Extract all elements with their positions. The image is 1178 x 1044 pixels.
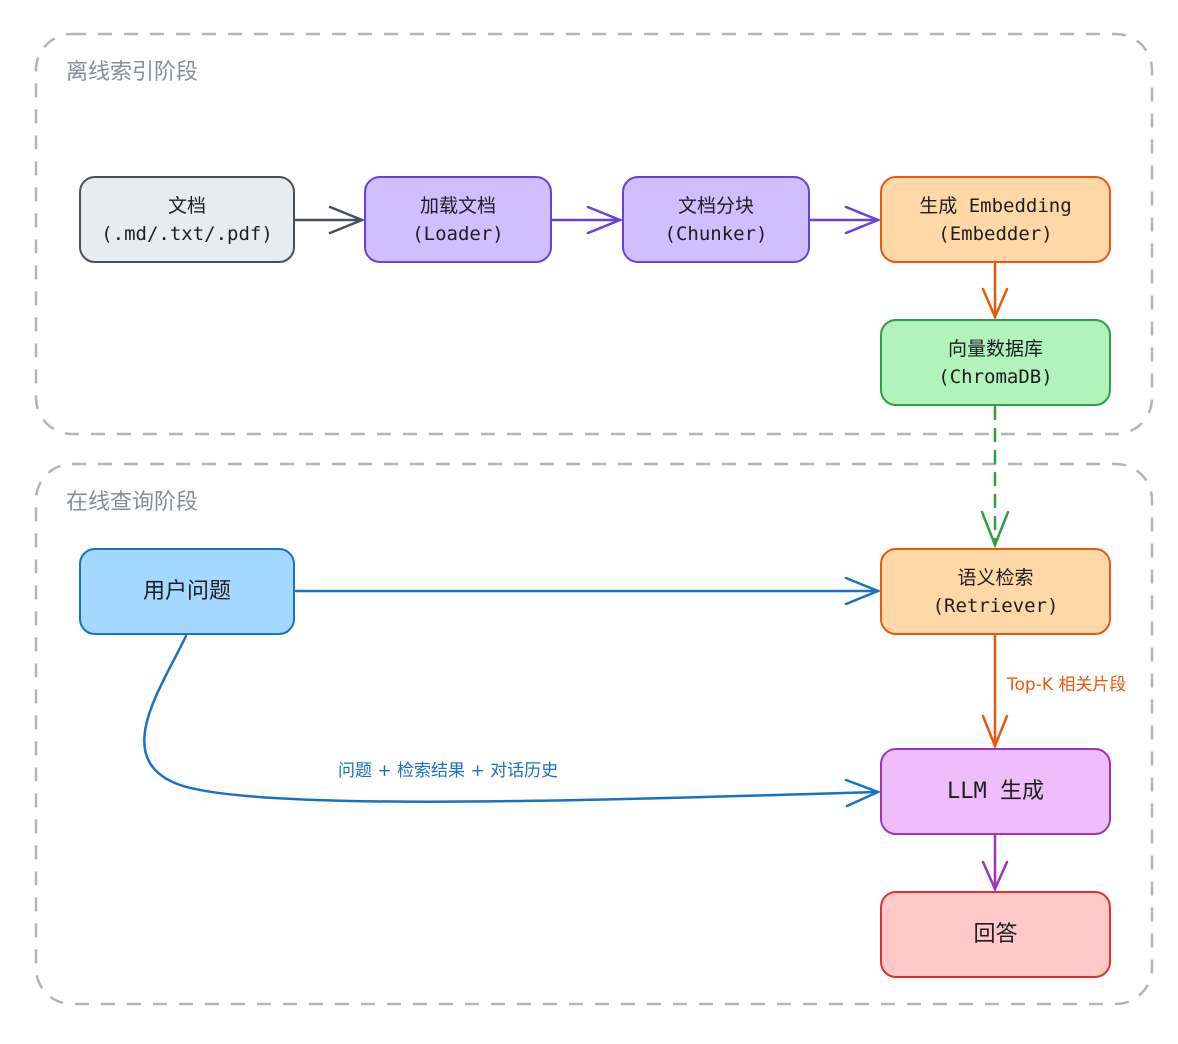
node-user-question-title: 用户问题 bbox=[142, 578, 231, 604]
node-chunker[interactable]: 文档分块 (Chunker) bbox=[622, 176, 810, 263]
node-document[interactable]: 文档 (.md/.txt/.pdf) bbox=[79, 176, 295, 263]
node-document-title: 文档 bbox=[167, 194, 206, 217]
arrowhead-llm-to-answer bbox=[981, 860, 1009, 893]
edge-label-context: 问题 + 检索结果 + 对话历史 bbox=[338, 761, 559, 781]
arrowhead-vectordb-to-retriever bbox=[980, 510, 1010, 549]
node-retriever-subtitle: (Retriever) bbox=[932, 594, 1059, 617]
arrowhead-retriever-to-llm bbox=[981, 714, 1009, 750]
node-answer-title: 回答 bbox=[973, 921, 1018, 947]
arrowhead-loader-to-chunker bbox=[586, 205, 624, 235]
node-document-subtitle: (.md/.txt/.pdf) bbox=[101, 222, 273, 245]
node-user-question[interactable]: 用户问题 bbox=[79, 548, 295, 635]
node-vector-db-subtitle: (ChromaDB) bbox=[938, 365, 1053, 388]
node-embedder[interactable]: 生成 Embedding (Embedder) bbox=[880, 176, 1111, 263]
arrowhead-chunker-to-embedder bbox=[844, 205, 882, 235]
node-loader-subtitle: (Loader) bbox=[412, 222, 504, 245]
node-llm-title: LLM 生成 bbox=[947, 778, 1044, 804]
offline-group-title: 离线索引阶段 bbox=[66, 60, 199, 85]
node-chunker-title: 文档分块 bbox=[677, 194, 754, 217]
edge-question-to-llm bbox=[143, 634, 880, 803]
node-loader[interactable]: 加载文档 (Loader) bbox=[364, 176, 552, 263]
node-retriever-title: 语义检索 bbox=[957, 566, 1034, 589]
node-answer[interactable]: 回答 bbox=[880, 891, 1111, 978]
node-llm[interactable]: LLM 生成 bbox=[880, 748, 1111, 835]
online-group-title: 在线查询阶段 bbox=[66, 490, 199, 515]
arrowhead-embedder-to-vectordb bbox=[981, 287, 1009, 321]
edge-label-topk: Top-K 相关片段 bbox=[1007, 675, 1127, 695]
offline-group-border bbox=[34, 32, 1154, 436]
node-vector-db-title: 向量数据库 bbox=[947, 337, 1043, 360]
node-retriever[interactable]: 语义检索 (Retriever) bbox=[880, 548, 1111, 635]
node-loader-title: 加载文档 bbox=[419, 194, 496, 217]
online-group-border bbox=[34, 462, 1154, 1006]
arrowhead-question-to-retriever bbox=[844, 576, 882, 606]
node-embedder-subtitle: (Embedder) bbox=[938, 222, 1053, 245]
node-embedder-title: 生成 Embedding bbox=[919, 194, 1072, 217]
arrowhead-doc-to-loader bbox=[328, 205, 366, 235]
node-chunker-subtitle: (Chunker) bbox=[664, 222, 768, 245]
arrowhead-question-to-llm bbox=[844, 778, 882, 808]
node-vector-db[interactable]: 向量数据库 (ChromaDB) bbox=[880, 319, 1111, 406]
